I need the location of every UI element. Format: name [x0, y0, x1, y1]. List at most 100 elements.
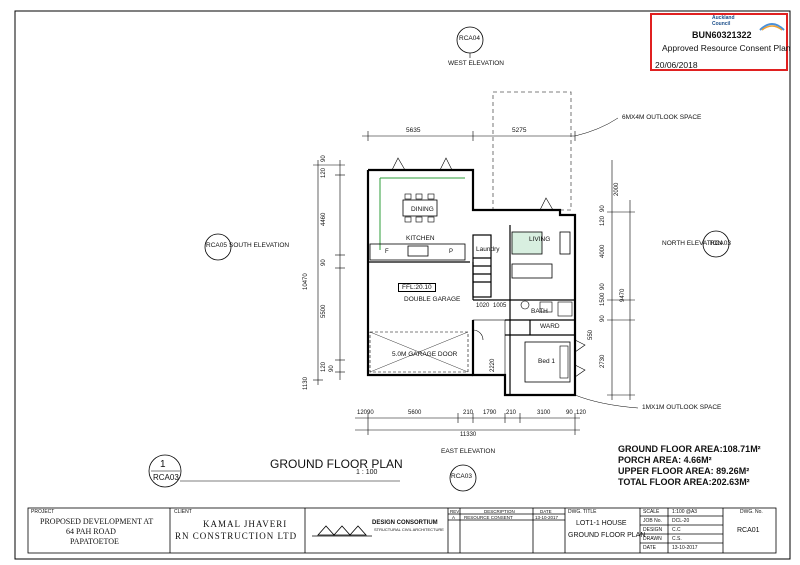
dim-bottom-3: 5600: [408, 410, 422, 416]
marker-right-label: NORTH ELEVATION: [662, 240, 723, 247]
dim-right-6: 1500: [600, 292, 606, 306]
tb-design-value: C.C: [672, 527, 681, 533]
dim-right-8: 2730: [600, 354, 606, 368]
tb-project-line2: 64 PAH ROAD: [66, 527, 116, 536]
marker-left-code: RCA05: [206, 242, 227, 249]
tb-client-line2: RN CONSTRUCTION LTD: [175, 531, 298, 541]
room-laundry: Laundry: [476, 246, 500, 253]
marker-top-label: WEST ELEVATION: [448, 60, 504, 67]
tb-drawn-label: DRAWN: [643, 536, 662, 542]
dim-top-right: 5275: [512, 127, 527, 134]
dim-left-5: 5500: [321, 304, 327, 318]
dim-inner-1005: 1005: [493, 303, 507, 309]
outlook-callout-1x1: 1MX1M OUTLOOK SPACE: [642, 404, 722, 411]
dim-right-7: 90: [600, 315, 606, 322]
dim-bottom-6: 210: [506, 410, 517, 416]
dim-right-2: 90: [600, 205, 606, 212]
room-ward: WARD: [540, 323, 560, 330]
council-logo-text-2: Council: [712, 21, 731, 27]
room-bed-1: Bed 1: [538, 358, 555, 365]
garage-door-label: 5.0M GARAGE DOOR: [392, 351, 458, 358]
room-f: F: [385, 249, 389, 255]
room-bath: BATH: [531, 308, 548, 315]
plan-title: GROUND FLOOR PLAN: [270, 457, 403, 471]
tb-scale-value: 1:100 @A3: [672, 509, 698, 515]
tb-rev-header: REV: [450, 509, 460, 514]
tb-scale-label: SCALE: [643, 509, 660, 515]
tb-client-header: CLIENT: [174, 509, 192, 515]
marker-bottom-code: RCA03: [451, 473, 472, 480]
tb-dwg-title-line2: GROUND FLOOR PLAN: [568, 532, 646, 539]
council-logo-text-1: Auckland: [712, 15, 735, 21]
tb-rev-1: A: [452, 515, 456, 520]
tb-firm-name: DESIGN CONSORTIUM: [372, 520, 438, 526]
dim-bottom-7: 3100: [537, 410, 551, 416]
dim-left-6: 120: [321, 361, 327, 372]
dim-right-inner: 550: [588, 329, 594, 340]
room-living: LIVING: [529, 236, 551, 243]
tb-client-line1: KAMAL JHAVERI: [203, 519, 288, 529]
dim-left-total: 10470: [303, 273, 309, 290]
plan-scale: 1 : 100: [356, 469, 378, 476]
stamp-reference: BUN60321322: [692, 30, 752, 40]
area-porch: PORCH AREA: 4.66M²: [618, 455, 712, 465]
dim-bottom-4: 210: [463, 410, 474, 416]
outlook-callout-6x4: 6MX4M OUTLOOK SPACE: [622, 114, 702, 121]
tb-design-label: DESIGN: [643, 527, 663, 533]
tb-firm-subtitle: STRUCTURAL CIVIL ARCHITECTURE: [374, 527, 444, 532]
marker-top-code: RCA04: [459, 35, 480, 42]
title-marker-sheet: RCA03: [153, 473, 179, 482]
tb-drawn-value: C.S.: [672, 536, 682, 542]
dim-left-outer: 1130: [303, 377, 309, 390]
consent-stamp: [650, 13, 788, 71]
dim-left-2: 120: [321, 167, 327, 178]
dim-bottom-1: 120: [357, 410, 368, 416]
stamp-date: 20/06/2018: [655, 60, 698, 70]
tb-date-1: 13-10-2017: [535, 515, 559, 520]
dim-inner-1020: 1020: [476, 303, 490, 309]
tb-job-label: JOB No.: [643, 518, 662, 524]
room-double-garage: DOUBLE GARAGE: [404, 296, 461, 303]
room-kitchen: KITCHEN: [406, 235, 435, 242]
dim-bottom-8: 90: [566, 410, 573, 416]
marker-left-label: SOUTH ELEVATION: [229, 242, 290, 249]
tb-dwg-title-header: DWG. TITLE: [568, 509, 597, 515]
tb-project-header: PROJECT: [31, 509, 55, 515]
area-total: TOTAL FLOOR AREA:202.63M²: [618, 477, 750, 487]
room-dining: DINING: [411, 206, 434, 213]
tb-project-line3: PAPATOETOE: [70, 537, 119, 546]
dim-left-7: 90: [329, 365, 335, 372]
tb-desc-header: DESCRIPTION: [484, 509, 515, 514]
marker-bottom-label: EAST ELEVATION: [441, 448, 496, 455]
dim-left-3: 4460: [321, 212, 327, 226]
tb-date-value: 13-10-2017: [672, 545, 698, 551]
tb-date-label: DATE: [643, 545, 656, 551]
dim-right-total: 9470: [620, 288, 626, 302]
title-marker-number: 1: [160, 459, 166, 470]
dim-left-4: 90: [321, 259, 327, 266]
tb-desc-1: RESOURCE CONSENT: [464, 515, 513, 520]
stamp-label: Approved Resource Consent Plan: [662, 43, 791, 53]
dim-bottom-9: 120: [576, 410, 587, 416]
area-ground: GROUND FLOOR AREA:108.71M²: [618, 444, 761, 454]
room-p: P: [449, 249, 454, 255]
dim-inner-2220: 2220: [490, 358, 496, 372]
dim-left-1: 90: [321, 155, 327, 162]
council-logo-mark: [759, 23, 785, 31]
dim-bottom-total: 11330: [460, 432, 477, 438]
tb-date-header: DATE: [540, 509, 552, 514]
dim-bottom-2: 90: [367, 410, 374, 416]
marker-right-code: RCA03: [710, 240, 731, 247]
tb-project-line1: PROPOSED DEVELOPMENT AT: [40, 517, 154, 526]
dim-right-4: 4000: [600, 244, 606, 258]
tb-dwg-title-line1: LOT1-1 HOUSE: [576, 520, 627, 527]
tb-job-value: DCL-20: [672, 518, 690, 524]
dim-top-left: 5635: [406, 127, 421, 134]
dim-right-3: 120: [600, 215, 606, 226]
tb-dwg-no-value: RCA01: [737, 527, 760, 534]
tb-dwg-no-label: DWG. No.: [740, 509, 763, 515]
dim-right-5: 90: [600, 283, 606, 290]
dim-right-1: 2000: [614, 182, 620, 196]
area-upper: UPPER FLOOR AREA: 89.26M²: [618, 466, 750, 476]
